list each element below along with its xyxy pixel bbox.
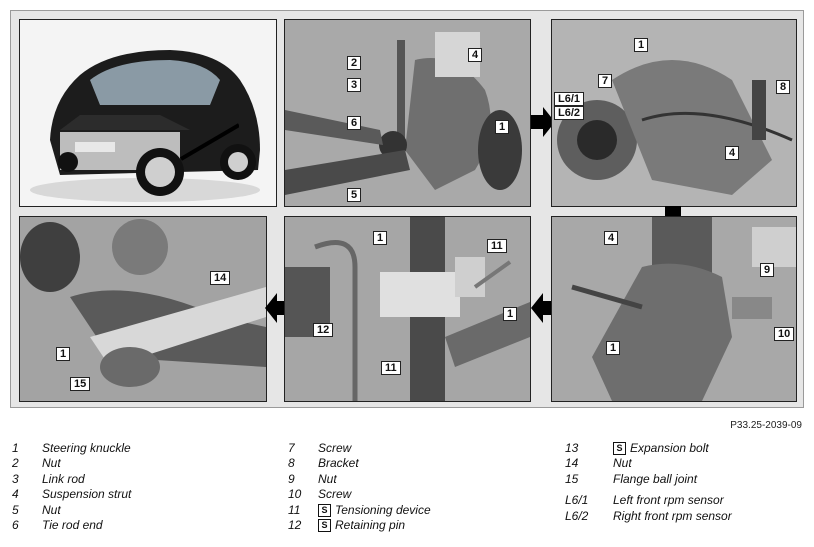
callout-6: 6 xyxy=(347,116,362,130)
strut-illustration xyxy=(552,217,796,401)
sensor-illustration xyxy=(552,20,796,206)
callout-1: 1 xyxy=(495,120,510,134)
special-tool-icon: S xyxy=(318,503,331,517)
special-tool-icon: S xyxy=(613,442,626,456)
callout-3: 3 xyxy=(347,78,362,92)
knuckle-illustration xyxy=(285,20,530,206)
figure-code: P33.25-2039-09 xyxy=(730,420,802,431)
callout-5: 5 xyxy=(347,188,362,202)
callout-4: 1 xyxy=(373,231,388,245)
callout-13: 12 xyxy=(313,323,334,337)
callout-8: 8 xyxy=(776,80,791,94)
arrow-right-1-icon xyxy=(531,107,555,137)
callout-4: 4 xyxy=(604,231,619,245)
panel-tensioning: 1 11 1 12 11 xyxy=(284,216,531,402)
callout-14: 14 xyxy=(210,271,231,285)
callout-4: 4 xyxy=(725,146,740,160)
callout-4: 4 xyxy=(468,48,483,62)
callout-15: 15 xyxy=(70,377,91,391)
flange-illustration xyxy=(20,217,266,401)
figure-frame: 2 3 4 1 6 5 1 8 7 L6/1 L6/2 4 xyxy=(10,10,804,408)
vehicle-illustration xyxy=(30,50,260,202)
callout-7: 7 xyxy=(598,74,613,88)
callout-1: 1 xyxy=(56,347,71,361)
pointer-line xyxy=(179,123,239,161)
arrow-left-2-icon xyxy=(531,293,555,323)
callout-l6-1: L6/1 xyxy=(554,92,585,106)
callout-10: 10 xyxy=(774,327,795,341)
panel-sensor: 1 8 7 L6/1 L6/2 4 xyxy=(551,19,797,207)
panel-vehicle xyxy=(19,19,277,207)
callout-2: 2 xyxy=(347,56,362,70)
callout-9: 9 xyxy=(760,263,775,277)
arrow-left-1-icon xyxy=(265,293,289,323)
panel-flange-joint: 14 1 15 xyxy=(19,216,267,402)
callout-1: 1 xyxy=(606,341,621,355)
callout-1: 1 xyxy=(503,307,518,321)
callout-11: 11 xyxy=(381,361,401,375)
callout-12: 11 xyxy=(487,239,507,253)
panel-knuckle: 2 3 4 1 6 5 xyxy=(284,19,531,207)
callout-1: 1 xyxy=(634,38,649,52)
callout-l6-2: L6/2 xyxy=(554,106,585,120)
special-tool-icon: S xyxy=(318,519,331,533)
panel-strut: 4 9 10 1 xyxy=(551,216,797,402)
